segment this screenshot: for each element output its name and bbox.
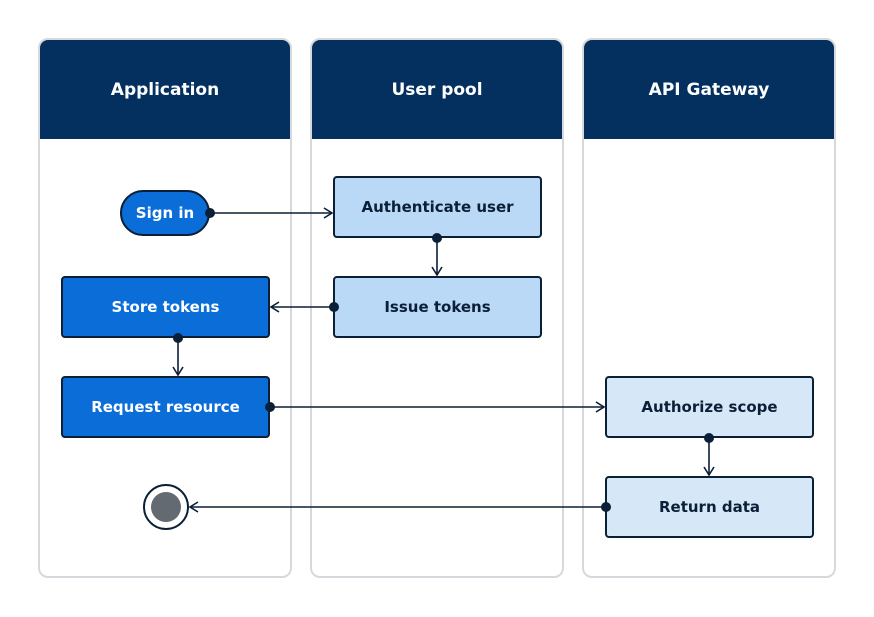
store-tokens-node: Store tokens (61, 276, 270, 338)
connector-dot (173, 333, 183, 343)
authenticate-user-node: Authenticate user (333, 176, 542, 238)
authorize-scope-node: Authorize scope (605, 376, 814, 438)
lane-header-application: Application (40, 40, 290, 139)
issue-tokens-node: Issue tokens (333, 276, 542, 338)
lane-header-api-gateway: API Gateway (584, 40, 834, 139)
end-node-inner (151, 492, 181, 522)
connector-dot (601, 502, 611, 512)
connector-dot (704, 433, 714, 443)
request-resource-node: Request resource (61, 376, 270, 438)
connector-dot (205, 208, 215, 218)
return-data-node: Return data (605, 476, 814, 538)
end-node-icon (143, 484, 189, 530)
connector-dot (329, 302, 339, 312)
connector-dot (432, 233, 442, 243)
connector-dot (265, 402, 275, 412)
lane-header-user-pool: User pool (312, 40, 562, 139)
